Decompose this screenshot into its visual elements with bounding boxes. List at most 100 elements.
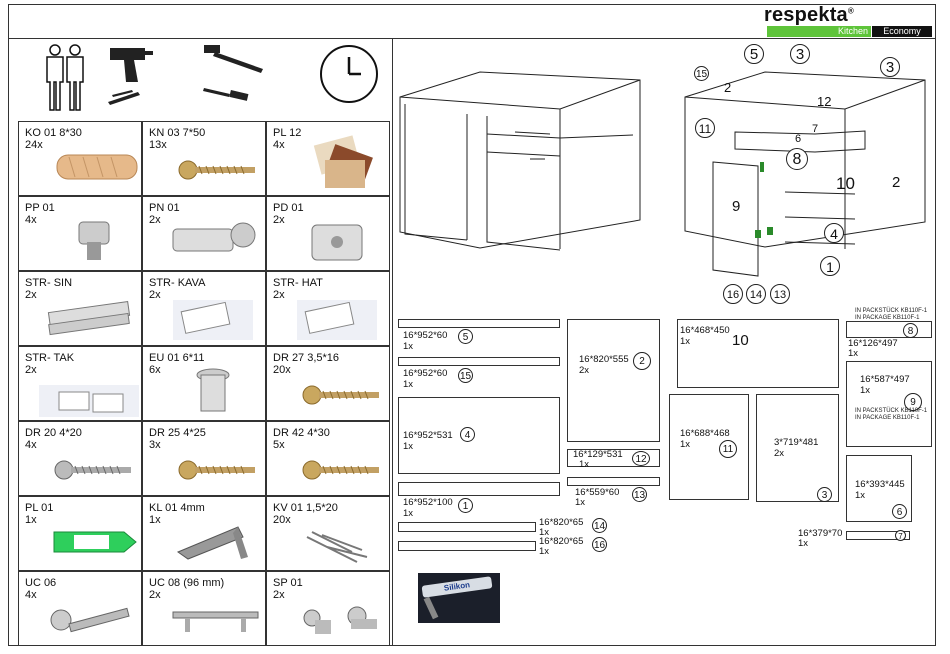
panel-5 [398, 319, 560, 328]
wood-screw-icon [302, 460, 379, 480]
panel-2 [567, 319, 660, 442]
panel-1-dim: 16*952*100 [403, 497, 453, 508]
bracket-icon [297, 300, 377, 340]
part-qty: 4x [25, 214, 37, 226]
panel-15-dim: 16*952*60 [403, 368, 448, 379]
wooden-dowel-icon [56, 154, 138, 180]
tools-required [46, 44, 378, 111]
panel-9-dim: 16*587*497 [860, 374, 910, 385]
part-qty: 2x [149, 589, 161, 601]
part-code: PP 01 [25, 202, 55, 214]
callout-13: 13 [770, 284, 790, 304]
panel-6-num: 6 [892, 504, 907, 519]
panel-4-num: 4 [460, 427, 475, 442]
panel-12-num: 12 [632, 451, 650, 466]
part-qty: 24x [25, 139, 43, 151]
callout-2b: 2 [892, 174, 901, 191]
callout-11: 11 [695, 118, 715, 138]
part-qty: 2x [273, 589, 285, 601]
callout-7: 7 [812, 123, 819, 135]
panel-12-qty: 1x [579, 459, 590, 470]
callout-5: 5 [744, 44, 764, 64]
panel-5-dim: 16*952*60 [403, 330, 448, 341]
panel-8-num: 8 [903, 323, 918, 338]
part-qty: 20x [273, 364, 291, 376]
part-code: UC 08 (96 mm) [149, 577, 225, 589]
cabinet-closed-drawing [399, 71, 641, 251]
handle-icon [172, 611, 259, 632]
part-code: STR- SIN [25, 277, 73, 289]
hammer-screwdriver-icon [203, 45, 263, 101]
part-code: SP 01 [273, 577, 303, 589]
callout-15: 15 [694, 66, 709, 81]
part-code: STR- HAT [273, 277, 323, 289]
brand-tag-economy: Economy [872, 26, 932, 37]
panel-14-qty: 1x [539, 527, 550, 538]
panel-13-qty: 1x [575, 497, 586, 508]
column-divider [392, 38, 393, 646]
panel-1-num: 1 [458, 498, 473, 513]
part-code: PD 01 [273, 202, 304, 214]
part-qty: 2x [25, 289, 37, 301]
part-qty: 2x [25, 364, 37, 376]
silicone-photo: Silikon [418, 573, 500, 623]
bolt-icon [50, 607, 130, 633]
panel-13-dim: 16*559*60 [575, 487, 620, 498]
part-qty: 13x [149, 139, 167, 151]
panel-3 [756, 394, 839, 502]
drill-icon [108, 48, 153, 105]
part-qty: 1x [149, 514, 161, 526]
panel-3-qty: 2x [774, 448, 785, 459]
panel-14-num: 14 [592, 518, 607, 533]
part-code: STR- TAK [25, 352, 75, 364]
panel-8-qty: 1x [848, 348, 859, 359]
panel-3-num: 3 [817, 487, 832, 502]
clock-icon [320, 45, 378, 103]
callout-16: 16 [723, 284, 743, 304]
panel-7-dim: 16*379*70 [798, 528, 843, 539]
panel-11-qty: 1x [680, 439, 691, 450]
panel-2-num: 2 [633, 352, 651, 370]
hinge-icon [172, 222, 256, 252]
panel-10-dim: 16*468*450 [680, 325, 730, 336]
callout-3a: 3 [790, 44, 810, 64]
panel-6-qty: 1x [855, 490, 866, 501]
connector-screw-icon [303, 606, 377, 634]
panel-12-dim: 16*129*531 [573, 449, 623, 460]
panel-13 [567, 477, 660, 486]
silicone-tube: Silikon [421, 576, 493, 598]
assembly-diagrams [399, 71, 926, 277]
package-note-1b: IN PACKAGE KB110F-1 [855, 315, 920, 321]
part-qty: 20x [273, 514, 291, 526]
panel-4-qty: 1x [403, 441, 414, 452]
nails-icon [306, 531, 368, 563]
part-qty: 2x [273, 289, 285, 301]
brand-tag-kitchen: Kitchen [767, 26, 871, 37]
page-frame [8, 4, 936, 646]
part-code: KV 01 1,5*20 [273, 502, 338, 514]
panel-1 [398, 482, 560, 496]
part-code: DR 42 4*30 [273, 427, 330, 439]
panel-9-num: 9 [904, 393, 922, 411]
part-code: KO 01 8*30 [25, 127, 82, 139]
hex-key-icon [176, 526, 248, 560]
panel-10-qty: 1x [680, 336, 691, 347]
part-qty: 3x [149, 439, 161, 451]
brand-logo: respekta® [764, 4, 854, 26]
panel-16-num: 16 [592, 537, 607, 552]
panel-7-num: 7 [895, 530, 906, 541]
